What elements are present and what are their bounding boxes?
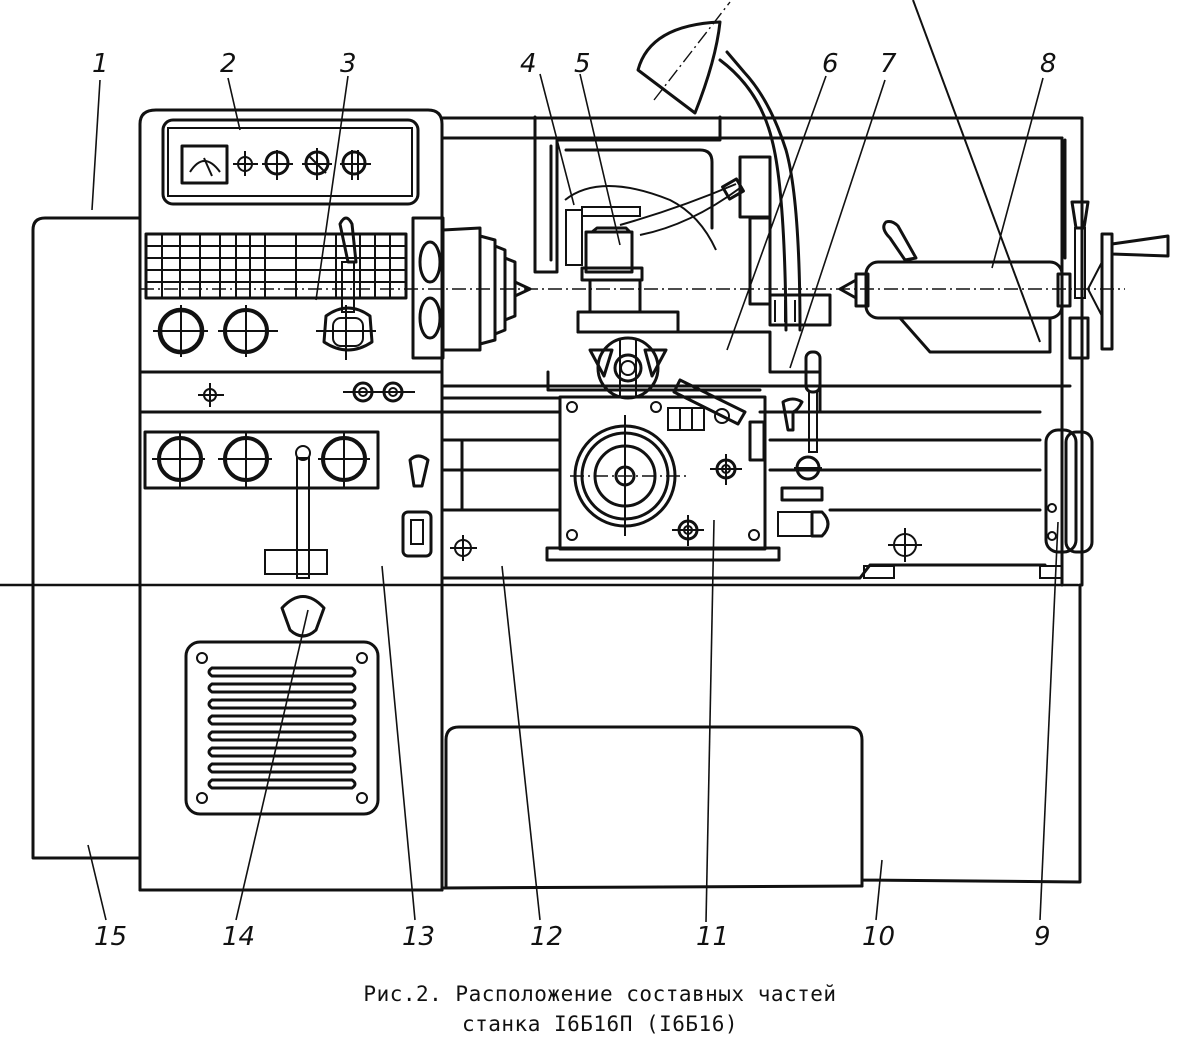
callout-3: 3 [340, 49, 357, 79]
vent-louvre [207, 762, 357, 774]
control-panel [161, 118, 420, 206]
feed-gearbox [143, 430, 433, 638]
strip-knobs [198, 381, 415, 407]
base-cabinet [440, 583, 1082, 892]
tailstock [838, 0, 1170, 360]
ammeter-icon [180, 144, 229, 185]
figure-caption-line1: Рис.2. Расположение составных частей [363, 982, 837, 1006]
vent-louvre [207, 666, 357, 678]
spindle-chuck [140, 216, 1125, 360]
switch-icon [340, 150, 371, 180]
callout-15: 15 [94, 922, 127, 952]
switch-icon [302, 148, 332, 180]
leader-lines [87, 73, 1059, 923]
callout-8: 8 [1040, 49, 1057, 79]
callout-1: 1 [92, 49, 109, 79]
vent-louvre [207, 778, 357, 790]
headstock-dials [153, 305, 376, 360]
vent-grille [184, 640, 380, 816]
tool-post [565, 177, 745, 334]
end-support [1044, 428, 1094, 554]
vent-louvre [207, 682, 357, 694]
callout-6: 6 [822, 49, 839, 79]
callout-9: 9 [1034, 922, 1051, 952]
carriage-handles [777, 350, 830, 538]
vent-louvre [207, 730, 357, 742]
callout-14: 14 [222, 922, 255, 952]
callout-12: 12 [530, 922, 563, 952]
speed-table [144, 232, 408, 300]
callout-10: 10 [862, 922, 895, 952]
apron [545, 336, 781, 562]
callout-4: 4 [520, 49, 537, 79]
switch-icon [262, 150, 293, 180]
speed-table-frame [144, 232, 408, 300]
callout-5: 5 [574, 49, 591, 79]
callout-11: 11 [696, 922, 729, 952]
figure-caption-line2: станка I6Б16П (I6Б16) [461, 1012, 738, 1036]
vent-louvre [207, 698, 357, 710]
callout-2: 2 [220, 49, 237, 79]
callout-13: 13 [402, 922, 435, 952]
switch-icon [233, 151, 258, 176]
callout-numbers: 1 2 3 4 5 6 7 8 9 10 11 12 13 14 15 [92, 49, 1057, 952]
left-cabinet [31, 216, 142, 860]
lamp [636, 1, 802, 332]
headstock-column [0, 108, 1080, 892]
vent-louvre [207, 714, 357, 726]
chip-guard [533, 115, 722, 274]
vent-louvre [207, 746, 357, 758]
callout-7: 7 [880, 49, 897, 79]
